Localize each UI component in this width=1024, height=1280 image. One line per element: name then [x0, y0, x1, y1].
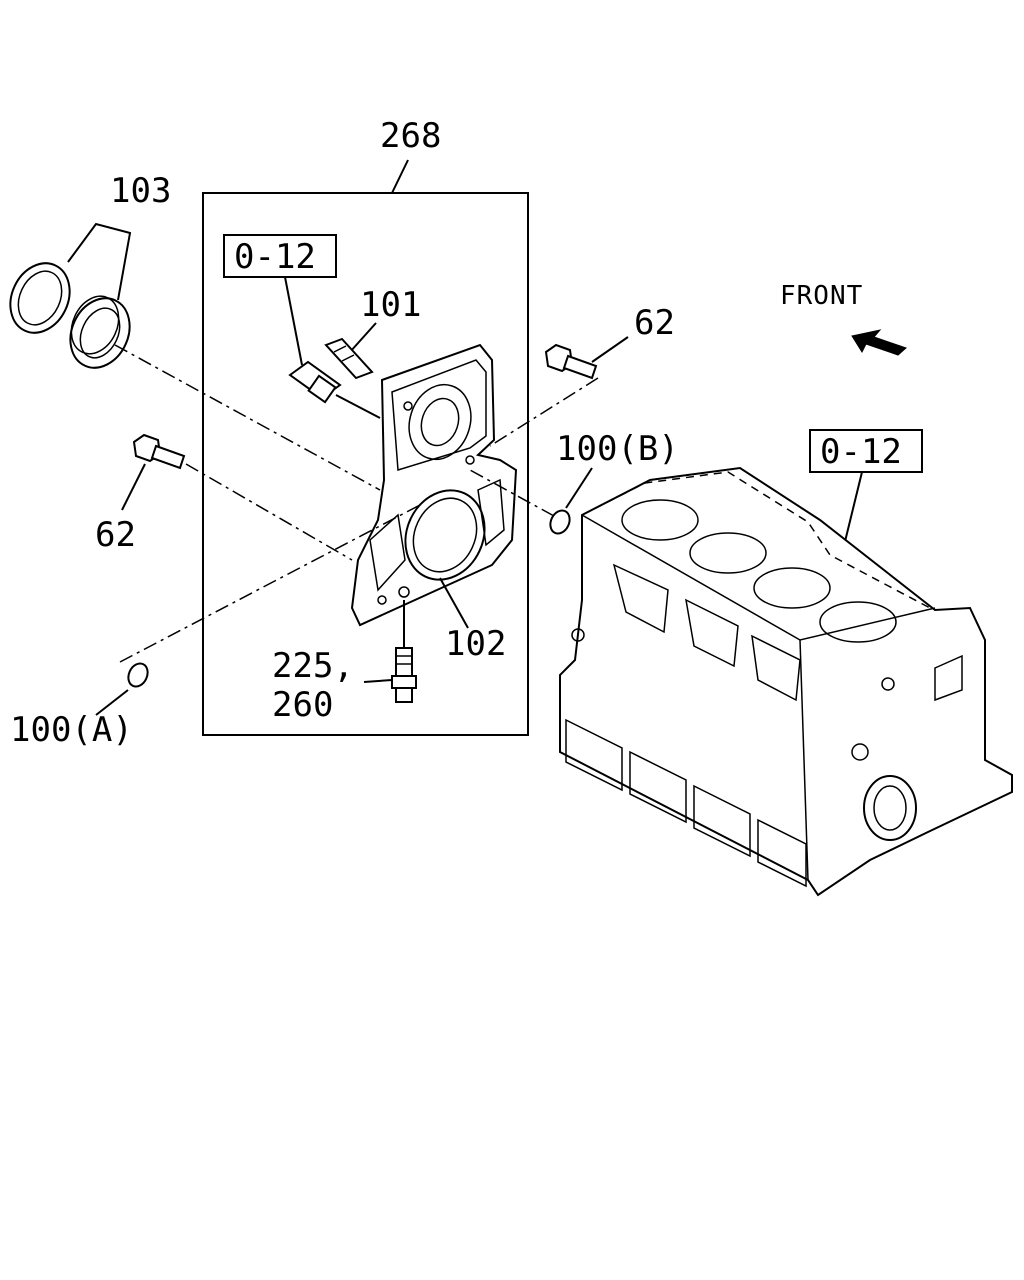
bolt-62-right-part — [544, 343, 598, 380]
group-268-leader — [391, 159, 409, 194]
group-268-frame — [202, 192, 529, 736]
bolt-62-left-leader — [121, 463, 146, 511]
label-260[interactable]: 260 — [272, 685, 333, 725]
oil-seal-103-parts — [9, 262, 131, 369]
label-268[interactable]: 268 — [380, 116, 441, 156]
oring-100b-centerline — [469, 469, 555, 517]
front-cover-plate — [350, 343, 518, 648]
label-100a[interactable]: 100(A) — [10, 710, 133, 750]
ref-box-top-frame — [223, 234, 337, 278]
plug-225-260-part — [391, 647, 417, 703]
oring-100b-part — [549, 509, 571, 535]
bolt-62-left-part — [132, 433, 186, 470]
cylinder-block — [559, 466, 1013, 897]
ref-top-leader — [284, 276, 303, 366]
bolt-62-left-centerline — [185, 463, 353, 561]
oring-100b-leader — [565, 467, 593, 509]
label-62-right[interactable]: 62 — [634, 303, 675, 343]
label-103[interactable]: 103 — [110, 171, 171, 211]
label-front[interactable]: FRONT — [780, 281, 863, 311]
stud-101-part — [324, 337, 374, 380]
bolt-62-right-centerline — [489, 377, 599, 447]
seal-103-centerline — [114, 344, 381, 491]
label-101[interactable]: 101 — [360, 285, 421, 325]
seal-102-leader — [439, 577, 469, 629]
oring-100a-part — [127, 662, 149, 688]
oring-100a-centerline — [119, 504, 421, 663]
label-ref-top[interactable]: 0-12 — [234, 237, 316, 277]
stud-101-leader — [349, 322, 377, 353]
seal-103-leader — [67, 222, 132, 301]
plug-leader — [363, 679, 393, 683]
sensor-part — [288, 360, 381, 419]
ref-box-block-frame — [809, 429, 923, 473]
label-62-left[interactable]: 62 — [95, 515, 136, 555]
label-ref-block[interactable]: 0-12 — [820, 432, 902, 472]
bolt-62-right-leader — [591, 336, 629, 363]
label-102[interactable]: 102 — [445, 624, 506, 664]
oring-100a-leader — [95, 689, 129, 716]
label-225[interactable]: 225, — [272, 646, 354, 686]
label-100b[interactable]: 100(B) — [556, 429, 679, 469]
front-arrow-icon — [851, 329, 907, 356]
